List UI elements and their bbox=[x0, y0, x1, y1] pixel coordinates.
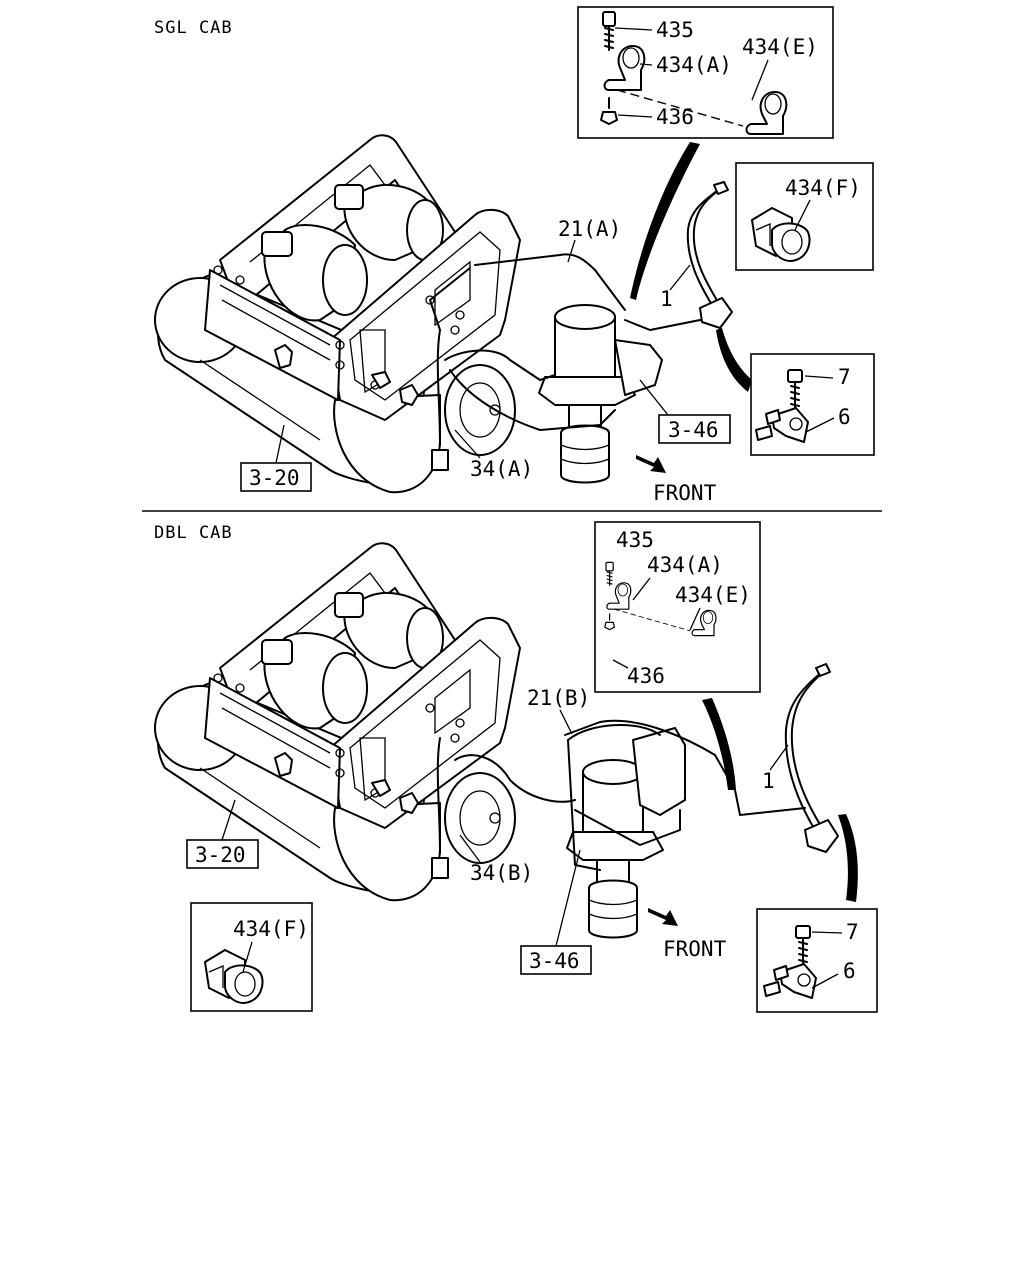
pipe-21b-label: 21(B) bbox=[527, 686, 590, 710]
pipe-21a-label: 21(A) bbox=[558, 217, 621, 241]
ref-box-3-20 bbox=[186, 839, 259, 869]
pipe-34b-label: 34(B) bbox=[470, 861, 533, 885]
nut-436-label: 436 bbox=[627, 664, 665, 688]
ref-box-3-20 bbox=[240, 462, 312, 492]
ref-box-3-46 bbox=[520, 945, 592, 975]
ref-box-3-46 bbox=[658, 414, 731, 444]
ref-3-20: 3-20 bbox=[249, 466, 300, 490]
bolt-7-label: 7 bbox=[846, 920, 859, 944]
section-dbl-cab: DBL CAB 3-20 3-46 21(B) 1 34(B) bbox=[154, 521, 878, 1013]
clip-434e-label: 434(E) bbox=[675, 583, 751, 607]
section-title: SGL CAB bbox=[154, 18, 233, 38]
section-sgl-cab: SGL CAB 3-46 3-20 21(A) 1 34(A) bbox=[154, 6, 875, 505]
frame-assembly bbox=[154, 134, 521, 494]
bolt-435-label: 435 bbox=[656, 18, 694, 42]
connector-6-label: 6 bbox=[843, 959, 856, 983]
connector-inset bbox=[750, 353, 875, 456]
clip-434e-label: 434(E) bbox=[742, 35, 818, 59]
clip-434a-label: 434(A) bbox=[647, 553, 723, 577]
front-label: FRONT bbox=[653, 481, 717, 505]
connector-inset bbox=[756, 908, 878, 1013]
clip-434a-label: 434(A) bbox=[656, 53, 732, 77]
clip-434f-label: 434(F) bbox=[233, 917, 309, 941]
bolt-435-label: 435 bbox=[616, 528, 654, 552]
connector-6-label: 6 bbox=[838, 405, 851, 429]
ref-3-46: 3-46 bbox=[529, 949, 580, 973]
ref-3-46: 3-46 bbox=[668, 418, 719, 442]
bolt-7-label: 7 bbox=[838, 365, 851, 389]
section-title: DBL CAB bbox=[154, 523, 233, 543]
air-dryer bbox=[538, 304, 636, 484]
front-arrow-icon bbox=[648, 908, 678, 926]
front-arrow-icon bbox=[636, 455, 666, 473]
nut-436-label: 436 bbox=[656, 105, 694, 129]
front-label: FRONT bbox=[663, 937, 727, 961]
clip-434f-label: 434(F) bbox=[785, 176, 861, 200]
pipe-34a-label: 34(A) bbox=[470, 457, 533, 481]
hose-1-label: 1 bbox=[660, 287, 673, 311]
hose-1-label: 1 bbox=[762, 769, 775, 793]
ref-3-20: 3-20 bbox=[195, 843, 246, 867]
